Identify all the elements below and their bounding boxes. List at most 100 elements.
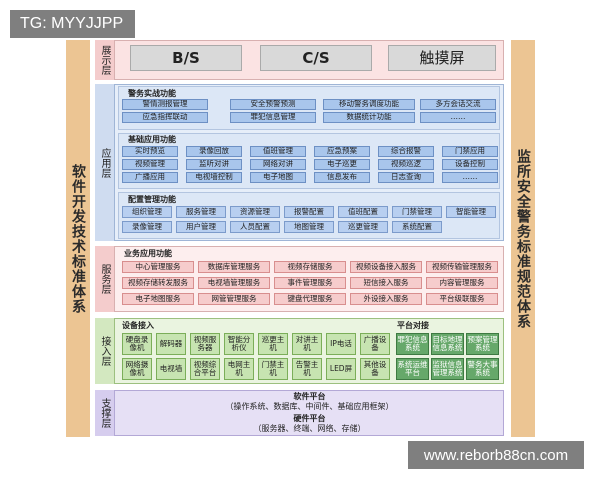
display-touch: 触摸屏 [388,45,496,71]
app-g1-item-5: 罪犯信息管理 [230,112,316,123]
device-item-9-text: 电视墙 [159,363,183,373]
device-item-12-text: 门禁主机 [261,359,285,377]
app-g3-item-5: 门禁管理 [392,206,442,218]
app-g1-item-0-text: 警情测报管理 [142,99,188,109]
app-g2-item-13: 电视墙控制 [186,172,242,183]
watermark-top: TG: MYYJJPP [10,10,135,38]
device-item-5-text: 对讲主机 [295,334,319,352]
app-g2-item-12: 广播应用 [122,172,178,183]
app-g2-item-14-text: 电子地图 [263,172,293,182]
watermark-top-text: TG: MYYJJPP [20,15,124,32]
device-item-9: 电视墙 [156,358,186,380]
app-g3-item-11-text: 巡更管理 [348,221,378,231]
app-g3-item-12: 系统配置 [392,221,442,233]
app-g2-item-8-text: 网络对讲 [263,159,293,169]
app-g2-item-4: 综合报警 [378,146,434,157]
app-g3-item-7: 录像管理 [122,221,172,233]
device-item-7: 广播设备 [360,333,390,355]
app-g1-item-7: …… [420,112,496,123]
watermark-bottom-text: www.reborb88cn.com [423,446,569,464]
app-g2-item-15-text: 信息发布 [327,172,357,182]
app-g2-item-0: 实时预览 [122,146,178,157]
app-g3-item-9-text: 人员配置 [240,221,270,231]
service-item-9: 内容管理服务 [426,277,498,289]
device-item-7-text: 广播设备 [363,334,387,352]
service-item-3-text: 视频设备接入服务 [356,261,416,271]
platform-item-2-text: 预案管理系统 [467,334,498,352]
service-item-9-text: 内容管理服务 [439,277,485,287]
service-item-0-text: 中心管理服务 [135,261,181,271]
app-g3-item-6-text: 智能管理 [456,206,486,216]
support-layer [95,390,504,436]
app-g3-item-1: 服务管理 [176,206,226,218]
left-pillar-text: 软件开发技术标准体系 [70,163,86,314]
service-layer-label: 服务层 [95,246,115,312]
app-g2-item-5: 门禁应用 [442,146,498,157]
app-g1-item-2: 移动警务调度功能 [323,99,415,110]
service-item-2-text: 视频存储服务 [287,261,333,271]
left-pillar: 软件开发技术标准体系 [66,40,90,437]
hardware-title: 硬件平台 [293,414,326,423]
app-g2-item-15: 信息发布 [314,172,370,183]
app-g3-item-0-text: 组织管理 [132,206,162,216]
app-g3-item-7-text: 录像管理 [132,221,162,231]
platform-item-3: 系统运维平台 [396,358,429,380]
service-title: 业务应用功能 [124,249,172,258]
app-g3-item-6: 智能管理 [446,206,496,218]
device-item-10-text: 视频综合平台 [193,359,217,377]
device-item-0-text: 硬盘录像机 [125,334,149,352]
service-layer-label-text: 服务层 [99,264,110,294]
display-bs-text: B/S [172,48,200,67]
service-item-0: 中心管理服务 [122,261,194,273]
app-g2-item-4-text: 综合报警 [391,146,421,156]
device-item-8-text: 网络摄像机 [125,359,149,377]
app-g1-item-7-text: …… [450,112,466,122]
app-g1-item-4-text: 应急指挥联动 [142,112,188,122]
app-g3-item-10-text: 地图管理 [294,221,324,231]
service-item-10-text: 电子地图服务 [135,293,181,303]
app-g3-item-8: 用户管理 [176,221,226,233]
app-g2-item-3: 应急预案 [314,146,370,157]
support-layer-label: 支撑层 [95,390,115,436]
app-g2-item-2: 值班管理 [250,146,306,157]
app-g1-item-0: 警情测报管理 [122,99,208,110]
app-g1-item-6: 数据统计功能 [323,112,415,123]
service-item-6-text: 电视墙管理服务 [207,277,261,287]
display-cs: C/S [260,45,372,71]
app-g2-item-8: 网络对讲 [250,159,306,170]
service-item-4-text: 视频传输管理服务 [432,261,492,271]
device-item-2-text: 视频服务器 [193,334,217,352]
device-item-6-text: IP电话 [330,338,352,348]
device-item-0: 硬盘录像机 [122,333,152,355]
access-layer-label-text: 接入层 [99,336,110,366]
device-item-6: IP电话 [326,333,356,355]
app-group-2-title: 基础应用功能 [128,135,176,144]
right-pillar: 监所安全警务标准规范体系 [511,40,535,437]
app-g3-item-4: 值班配置 [338,206,388,218]
device-item-13-text: 告警主机 [295,359,319,377]
platform-item-4: 监狱信息管理系统 [431,358,464,380]
service-item-13: 外设接入服务 [350,293,422,305]
platform-title: 平台对接 [397,321,429,330]
service-item-4: 视频传输管理服务 [426,261,498,273]
device-item-10: 视频综合平台 [190,358,220,380]
app-g1-item-3: 多方会话交流 [420,99,496,110]
hardware-desc: （服务器、终端、网络、存储） [253,424,366,433]
app-g1-item-2-text: 移动警务调度功能 [339,99,399,109]
app-g3-item-12-text: 系统配置 [402,221,432,231]
app-group-2-bg [118,133,500,189]
device-item-1: 解码器 [156,333,186,355]
service-item-5: 视频存储转发服务 [122,277,194,289]
app-g1-item-6-text: 数据统计功能 [346,112,392,122]
application-layer-label-text: 应用层 [99,147,110,178]
app-g2-item-12-text: 广播应用 [135,172,165,182]
app-g2-item-2-text: 值班管理 [263,146,293,156]
app-g3-item-0: 组织管理 [122,206,172,218]
service-item-1: 数据库管理服务 [198,261,270,273]
platform-item-0: 罪犯信息系统 [396,333,429,355]
service-item-12: 键盘代理服务 [274,293,346,305]
software-platform: 软件平台 （操作系统、数据库、中间件、基础应用框架） [118,392,501,412]
platform-item-0-text: 罪犯信息系统 [397,334,428,352]
device-item-13: 告警主机 [292,358,322,380]
app-g2-item-9-text: 电子巡更 [327,159,357,169]
